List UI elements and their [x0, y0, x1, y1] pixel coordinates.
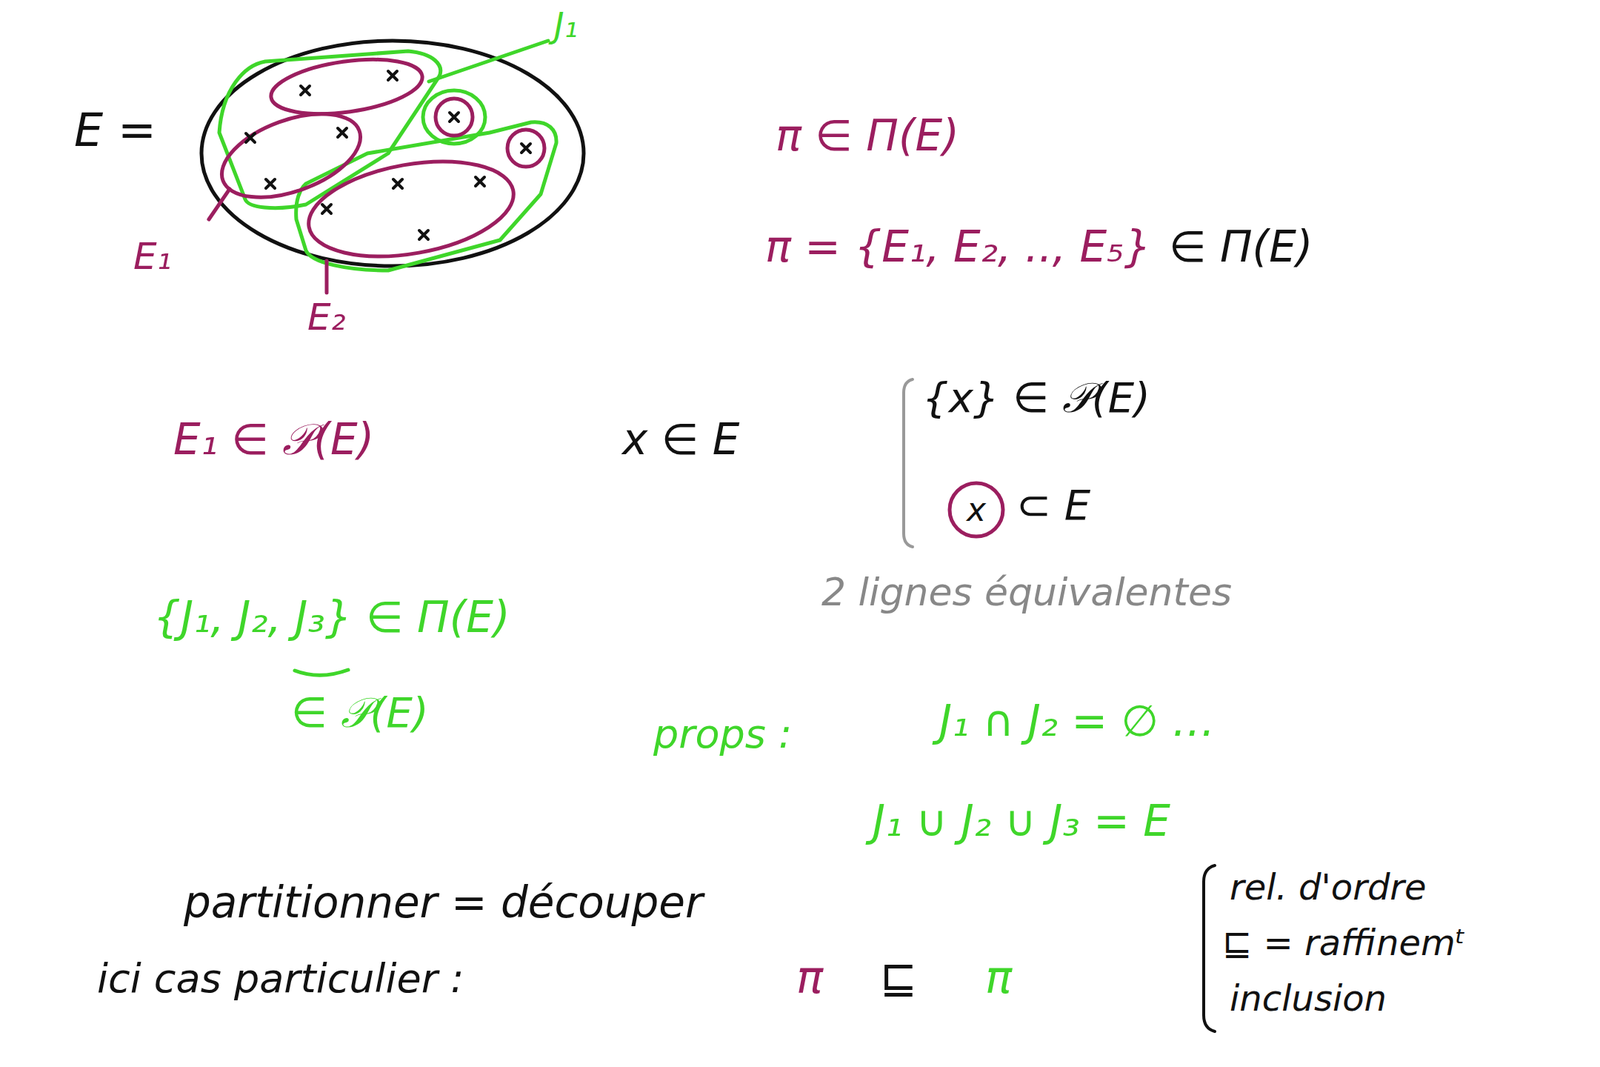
set-e2: [210, 97, 372, 214]
math-line: π = {E₁, E₂, .., E₅}: [765, 222, 1152, 272]
math-line: ∈ 𝒫(E): [291, 688, 429, 737]
set-e3: [435, 98, 473, 136]
math-line: {J₁, J₂, J₃} ∈ Π(E): [153, 592, 511, 643]
math-line: {x} ∈ 𝒫(E): [922, 374, 1151, 422]
underline: [294, 669, 349, 675]
leader-line: [428, 40, 549, 82]
math-line: E₁ ∈ 𝒫(E): [173, 414, 375, 465]
singleton-circle: [949, 482, 1003, 537]
math-symbol: π: [985, 951, 1012, 1003]
set-label: E₂: [307, 296, 346, 340]
math-symbol: π: [796, 951, 823, 1003]
leader-line: [208, 188, 230, 220]
set-j1: [219, 51, 441, 209]
math-line: x ∈ E: [622, 414, 740, 465]
math-line: ∈ Π(E): [1168, 222, 1313, 272]
note-text: 2 lignes équivalentes: [821, 570, 1232, 615]
set-name: E =: [74, 103, 157, 157]
math-symbol: ⊑: [880, 951, 918, 1003]
set-e-outline: [201, 40, 584, 266]
set-label: J₁: [554, 5, 578, 46]
bracket: [1203, 865, 1215, 1032]
note-text: ⊑ = raffinemᵗ: [1222, 922, 1466, 963]
bracket: [903, 379, 913, 547]
note-text: props :: [653, 711, 792, 758]
set-e1: [267, 51, 426, 123]
element-symbol: x: [966, 491, 986, 529]
math-line: ⊂ E: [1016, 481, 1091, 529]
note-text: inclusion: [1229, 977, 1387, 1019]
set-e5: [301, 147, 522, 272]
math-line: J₁ ∩ J₂ = ∅ …: [939, 696, 1215, 746]
math-line: J₁ ∪ J₂ ∪ J₃ = E: [872, 796, 1171, 846]
element-crosses: [245, 71, 531, 240]
set-label: E₁: [133, 235, 172, 279]
note-text: rel. d'ordre: [1229, 866, 1427, 908]
note-text: partitionner = découper: [183, 877, 703, 928]
math-line: π ∈ Π(E): [775, 111, 960, 161]
note-text: ici cas particulier :: [97, 955, 464, 1002]
set-j3: [296, 122, 557, 271]
leader-line: [325, 260, 329, 293]
set-e4: [507, 129, 545, 167]
